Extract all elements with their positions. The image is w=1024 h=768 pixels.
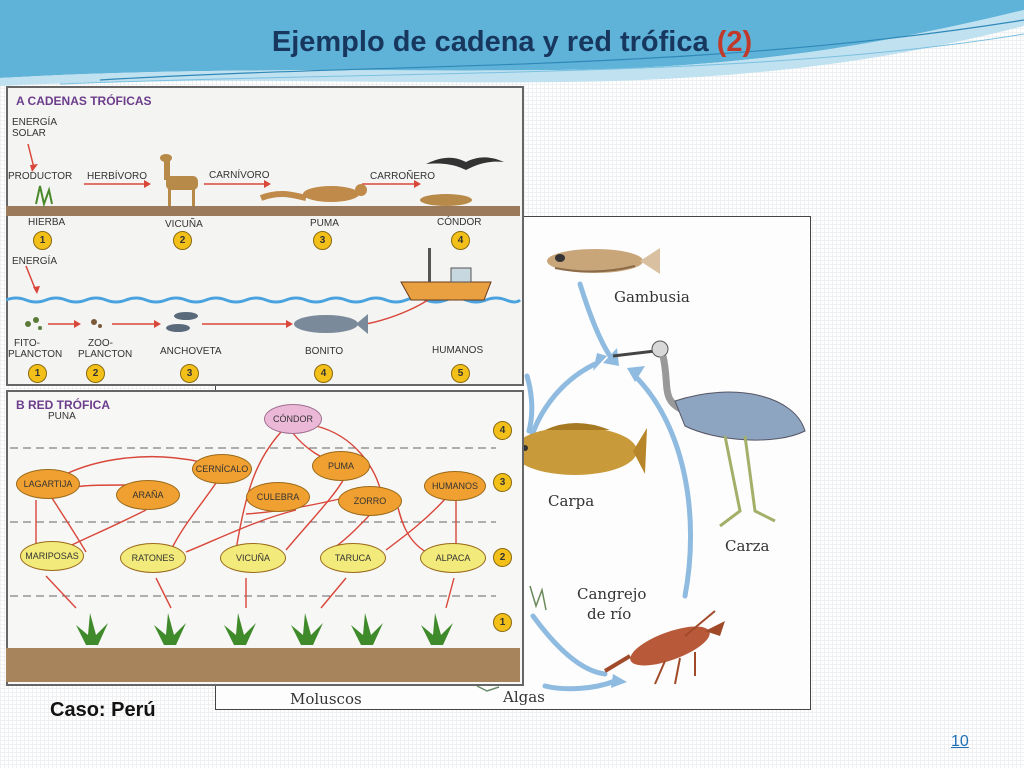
web-level-2: 2 xyxy=(493,548,512,567)
label-algas: Algas xyxy=(503,688,545,706)
role-herbivoro: HERBÍVORO xyxy=(87,171,148,182)
node-zorro: ZORRO xyxy=(338,486,402,516)
node-condor: CÓNDOR xyxy=(264,404,322,434)
panel-b-drawing xyxy=(6,425,520,682)
sea-fitoplancton-1: FITO- xyxy=(14,338,40,349)
bonito-icon xyxy=(294,314,368,334)
land-level-1: 1 xyxy=(33,231,52,250)
zooplankton-icon xyxy=(91,319,102,328)
node-lagartija: LAGARTIJA xyxy=(16,469,80,499)
sea-zooplancton-2: PLANCTON xyxy=(78,349,133,360)
carpa-fish xyxy=(513,423,647,475)
label-cangrejo: Cangrejo xyxy=(577,585,647,603)
node-ratones: RATONES xyxy=(120,543,186,573)
role-carnivoro: CARNÍVORO xyxy=(209,170,270,181)
sea-anchoveta: ANCHOVETA xyxy=(160,346,222,357)
node-vicuna: VICUÑA xyxy=(220,543,286,573)
org-puma: PUMA xyxy=(310,218,339,229)
node-alpaca: ALPACA xyxy=(420,543,486,573)
web-level-4: 4 xyxy=(493,421,512,440)
web-level-3: 3 xyxy=(493,473,512,492)
phytoplankton-icon xyxy=(25,317,42,330)
energy-solar-2: SOLAR xyxy=(12,128,46,139)
boat-icon xyxy=(400,248,492,301)
sea-zooplancton-1: ZOO- xyxy=(88,338,113,349)
sea-level-3: 3 xyxy=(180,364,199,383)
node-taruca: TARUCA xyxy=(320,543,386,573)
land-level-3: 3 xyxy=(313,231,332,250)
page-number[interactable]: 10 xyxy=(951,733,969,750)
node-arana: ARAÑA xyxy=(116,480,180,510)
sea-bonito: BONITO xyxy=(305,346,344,357)
label-carza: Carza xyxy=(725,537,770,555)
org-hierba: HIERBA xyxy=(28,217,66,228)
grass-icon xyxy=(35,185,53,208)
label-carpa: Carpa xyxy=(548,492,595,510)
sea-level-1: 1 xyxy=(28,364,47,383)
label-gambusia: Gambusia xyxy=(614,288,690,306)
crayfish xyxy=(603,610,725,685)
label-moluscos: Moluscos xyxy=(290,690,362,708)
anchoveta-icon xyxy=(166,312,198,332)
label-de-rio: de río xyxy=(587,605,632,623)
heron xyxy=(612,340,806,528)
panel-a-drawing xyxy=(6,143,522,334)
node-culebra: CULEBRA xyxy=(246,482,310,512)
org-vicuna: VICUÑA xyxy=(165,219,203,230)
puma-icon xyxy=(259,184,367,202)
role-carronero: CARROÑERO xyxy=(370,171,436,182)
sea-level-2: 2 xyxy=(86,364,105,383)
node-humanos: HUMANOS xyxy=(424,471,486,501)
sea-level-4: 4 xyxy=(314,364,333,383)
node-cernicalo: CERNÍCALO xyxy=(192,454,252,484)
slide-title: Ejemplo de cadena y red trófica (2) xyxy=(0,26,1024,59)
sea-fitoplancton-2: PLANCTON xyxy=(8,349,63,360)
title-text: Ejemplo de cadena y red trófica xyxy=(271,26,709,58)
header-wave xyxy=(0,0,1024,86)
panel-b-subheader: PUNA xyxy=(48,411,76,422)
node-puma: PUMA xyxy=(312,451,370,481)
sea-level-5: 5 xyxy=(451,364,470,383)
energy-solar-1: ENERGÍA xyxy=(12,117,58,128)
web-level-1: 1 xyxy=(493,613,512,632)
sea-energy: ENERGÍA xyxy=(12,256,58,267)
gambusia-fish xyxy=(547,248,660,274)
sea-humanos: HUMANOS xyxy=(432,345,484,356)
land-level-4: 4 xyxy=(451,231,470,250)
panel-a xyxy=(6,86,524,386)
condor-icon xyxy=(420,157,504,206)
panel-b-header: B RED TRÓFICA xyxy=(16,398,110,412)
title-number: (2) xyxy=(716,26,753,58)
plants xyxy=(76,613,453,645)
org-condor: CÓNDOR xyxy=(437,217,482,228)
node-mariposas: MARIPOSAS xyxy=(20,541,84,571)
land-level-2: 2 xyxy=(173,231,192,250)
right-panel-drawing xyxy=(476,248,806,692)
case-label: Caso: Perú xyxy=(50,699,156,721)
role-productor: PRODUCTOR xyxy=(8,171,73,182)
vicuna-icon xyxy=(160,154,198,206)
panel-a-header: A CADENAS TRÓFICAS xyxy=(16,94,152,108)
